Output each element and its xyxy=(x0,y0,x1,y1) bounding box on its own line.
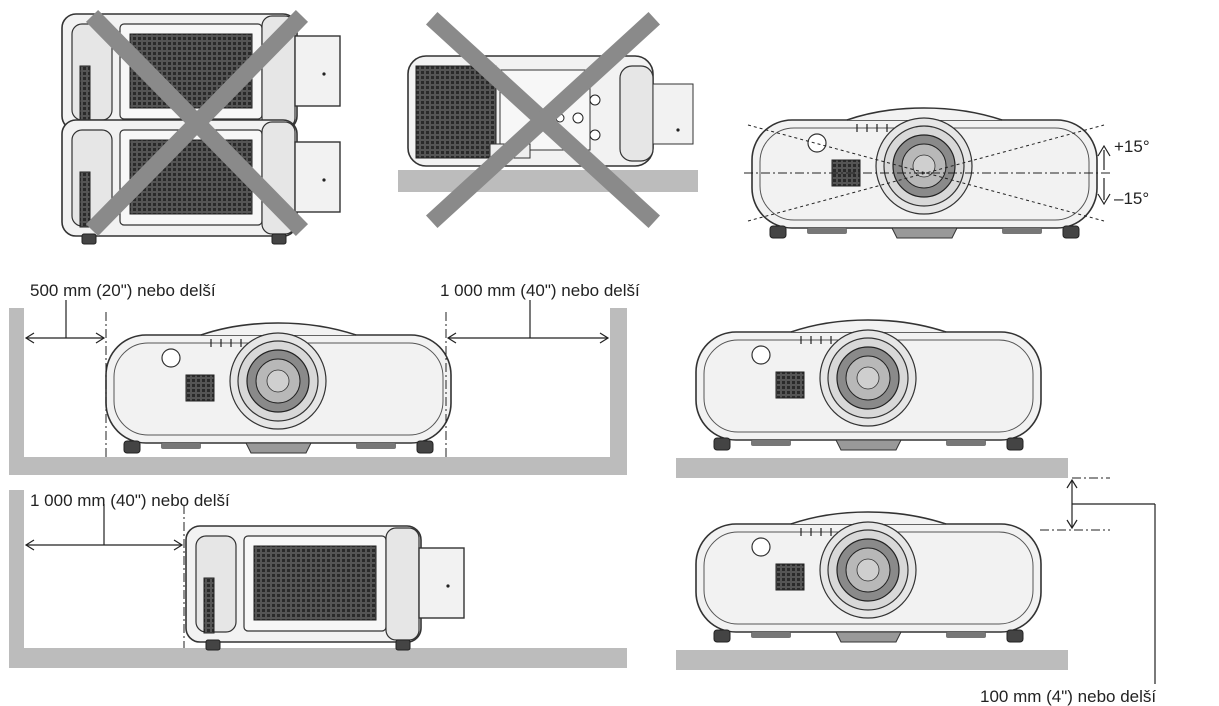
clearance-right-label: 1 000 mm (40") nebo delší xyxy=(440,281,640,300)
clearance-stack-label: 100 mm (4") nebo delší xyxy=(980,687,1157,706)
wall-clearance-front xyxy=(9,300,627,475)
tilt-angle-diagram xyxy=(744,107,1111,239)
clearance-side-label: 1 000 mm (40") nebo delší xyxy=(30,491,230,510)
vertical-projector-prohibited xyxy=(398,11,698,229)
stacked-projectors-prohibited xyxy=(61,9,341,245)
clearance-left-label: 500 mm (20") nebo delší xyxy=(30,281,216,300)
stacking-clearance xyxy=(676,319,1156,684)
wall-clearance-side xyxy=(9,490,627,668)
tilt-up-label: +15° xyxy=(1114,137,1150,156)
tilt-down-label: –15° xyxy=(1114,189,1150,208)
